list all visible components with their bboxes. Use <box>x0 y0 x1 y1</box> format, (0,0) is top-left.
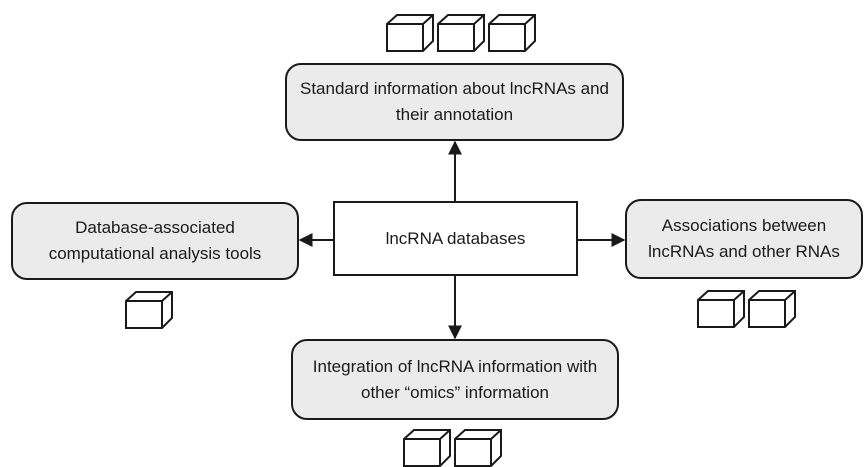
bottom-box-line2: other “omics” information <box>360 382 549 402</box>
right-box-line2: lncRNAs and other RNAs <box>648 242 840 261</box>
left-box: Database-associated computational analys… <box>11 202 299 280</box>
cube-icon <box>437 14 485 52</box>
bottom-box: Integration of lncRNA information with o… <box>291 339 619 420</box>
cube-icon <box>488 14 536 52</box>
top-box-line1: Standard information about lncRNAs and <box>299 79 609 98</box>
cube-icon <box>697 290 745 328</box>
top-box-line2: their annotation <box>395 105 514 124</box>
right-box-line1: Associations between <box>661 216 827 235</box>
cube-icon <box>403 429 451 467</box>
cube-icon <box>748 290 796 328</box>
cube-icon <box>125 291 173 329</box>
center-box: lncRNA databases <box>333 201 578 276</box>
top-box: Standard information about lncRNAs and t… <box>285 63 624 141</box>
center-box-label: lncRNA databases <box>385 228 526 248</box>
right-box: Associations between lncRNAs and other R… <box>625 199 863 279</box>
cube-icon <box>454 429 502 467</box>
left-box-line1: Database-associated <box>75 218 235 237</box>
cube-icon <box>386 14 434 52</box>
bottom-box-line1: Integration of lncRNA information with <box>312 356 598 376</box>
left-box-line2: computational analysis tools <box>48 244 262 263</box>
